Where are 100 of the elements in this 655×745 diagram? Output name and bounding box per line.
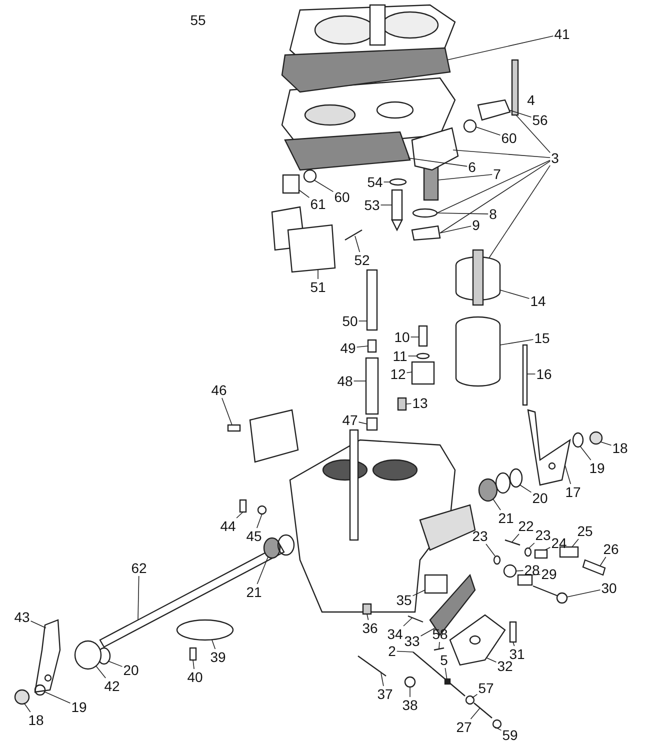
callout-number: 61 bbox=[309, 196, 327, 212]
callout-number: 60 bbox=[333, 189, 351, 205]
callout-number: 8 bbox=[488, 206, 498, 222]
callout-number: 29 bbox=[540, 566, 558, 582]
gasket bbox=[281, 47, 451, 93]
callout-number: 18 bbox=[611, 440, 629, 456]
callout-number: 51 bbox=[309, 279, 327, 295]
tube bbox=[366, 269, 378, 331]
nut bbox=[14, 689, 30, 705]
leader-line bbox=[256, 514, 262, 528]
leader-line bbox=[236, 512, 244, 518]
leader-line bbox=[192, 660, 194, 670]
screw bbox=[532, 585, 568, 604]
leader-line bbox=[580, 446, 592, 460]
callout-number: 9 bbox=[471, 217, 481, 233]
rod bbox=[522, 344, 528, 406]
leader-line bbox=[528, 542, 535, 548]
washer bbox=[303, 169, 317, 183]
leader-line bbox=[440, 226, 472, 234]
screw bbox=[582, 559, 606, 576]
leader-line bbox=[500, 339, 534, 346]
leader-line bbox=[516, 570, 524, 572]
leader-line bbox=[472, 694, 478, 698]
spring bbox=[517, 574, 533, 586]
leader-line bbox=[366, 614, 369, 620]
callout-number: 33 bbox=[403, 633, 421, 649]
callout-number: 11 bbox=[392, 348, 408, 364]
pin bbox=[344, 229, 362, 241]
leader-line bbox=[440, 160, 550, 234]
leader-line bbox=[212, 640, 216, 650]
sleeve bbox=[432, 668, 466, 696]
callout-number: 16 bbox=[535, 366, 553, 382]
nut bbox=[411, 225, 441, 241]
ring bbox=[465, 695, 475, 705]
callout-number: 3 bbox=[550, 150, 560, 166]
bearing bbox=[478, 478, 498, 502]
callout-number: 24 bbox=[550, 535, 568, 551]
nut bbox=[257, 505, 267, 515]
rod bbox=[412, 652, 432, 668]
washer bbox=[572, 432, 584, 448]
plug bbox=[282, 174, 300, 194]
union-fitting bbox=[477, 99, 511, 121]
leader-line bbox=[96, 666, 106, 678]
leader-line bbox=[403, 618, 412, 626]
washer bbox=[412, 208, 438, 218]
callout-number: 20 bbox=[531, 490, 549, 506]
gasket bbox=[284, 131, 411, 171]
callout-number: 55 bbox=[189, 12, 207, 28]
callout-number: 2 bbox=[387, 643, 397, 659]
shaft bbox=[99, 544, 285, 648]
callout-number: 26 bbox=[602, 541, 620, 557]
callout-number: 47 bbox=[341, 412, 359, 428]
leader-line bbox=[354, 236, 360, 252]
washer bbox=[495, 472, 511, 494]
callout-number: 48 bbox=[336, 373, 354, 389]
callout-number: 59 bbox=[501, 727, 519, 743]
callout-number: 19 bbox=[588, 460, 606, 476]
leader-line bbox=[353, 380, 366, 382]
washer bbox=[277, 534, 295, 556]
leader-line bbox=[256, 556, 268, 584]
callout-number: 25 bbox=[576, 523, 594, 539]
pin bbox=[504, 539, 520, 546]
callout-number: 19 bbox=[70, 699, 88, 715]
screw bbox=[227, 424, 241, 432]
nut bbox=[589, 431, 603, 445]
callout-number: 4 bbox=[526, 92, 536, 108]
callout-number: 35 bbox=[395, 592, 413, 608]
leader-line bbox=[452, 150, 550, 158]
leader-line bbox=[564, 464, 572, 484]
callout-number: 10 bbox=[393, 329, 411, 345]
rod bbox=[358, 656, 386, 676]
leader-line bbox=[444, 668, 448, 680]
callout-number: 57 bbox=[477, 680, 495, 696]
leader-line bbox=[30, 620, 46, 628]
leader-line bbox=[544, 547, 551, 550]
callout-number: 44 bbox=[219, 518, 237, 534]
leader-line bbox=[358, 320, 368, 322]
leader-line bbox=[24, 702, 31, 712]
leader-line bbox=[358, 422, 368, 424]
callout-number: 27 bbox=[455, 719, 473, 735]
callout-number: 56 bbox=[531, 112, 549, 128]
leader-line bbox=[566, 589, 601, 598]
callout-number: 21 bbox=[245, 584, 263, 600]
lever bbox=[34, 619, 61, 693]
callout-number: 18 bbox=[27, 712, 45, 728]
leader-line bbox=[476, 126, 501, 136]
mounting-plate bbox=[249, 409, 299, 463]
spring bbox=[559, 546, 579, 558]
leader-line bbox=[600, 556, 606, 566]
leader-line bbox=[108, 660, 123, 667]
leader-line bbox=[396, 650, 414, 652]
callout-number: 49 bbox=[339, 340, 357, 356]
screw bbox=[534, 549, 548, 559]
callout-number: 30 bbox=[600, 580, 618, 596]
callout-number: 6 bbox=[467, 159, 477, 175]
washer bbox=[34, 684, 46, 696]
washer bbox=[463, 119, 477, 133]
callout-number: 5 bbox=[439, 652, 449, 668]
leader-line bbox=[500, 290, 530, 299]
spring bbox=[74, 640, 102, 670]
